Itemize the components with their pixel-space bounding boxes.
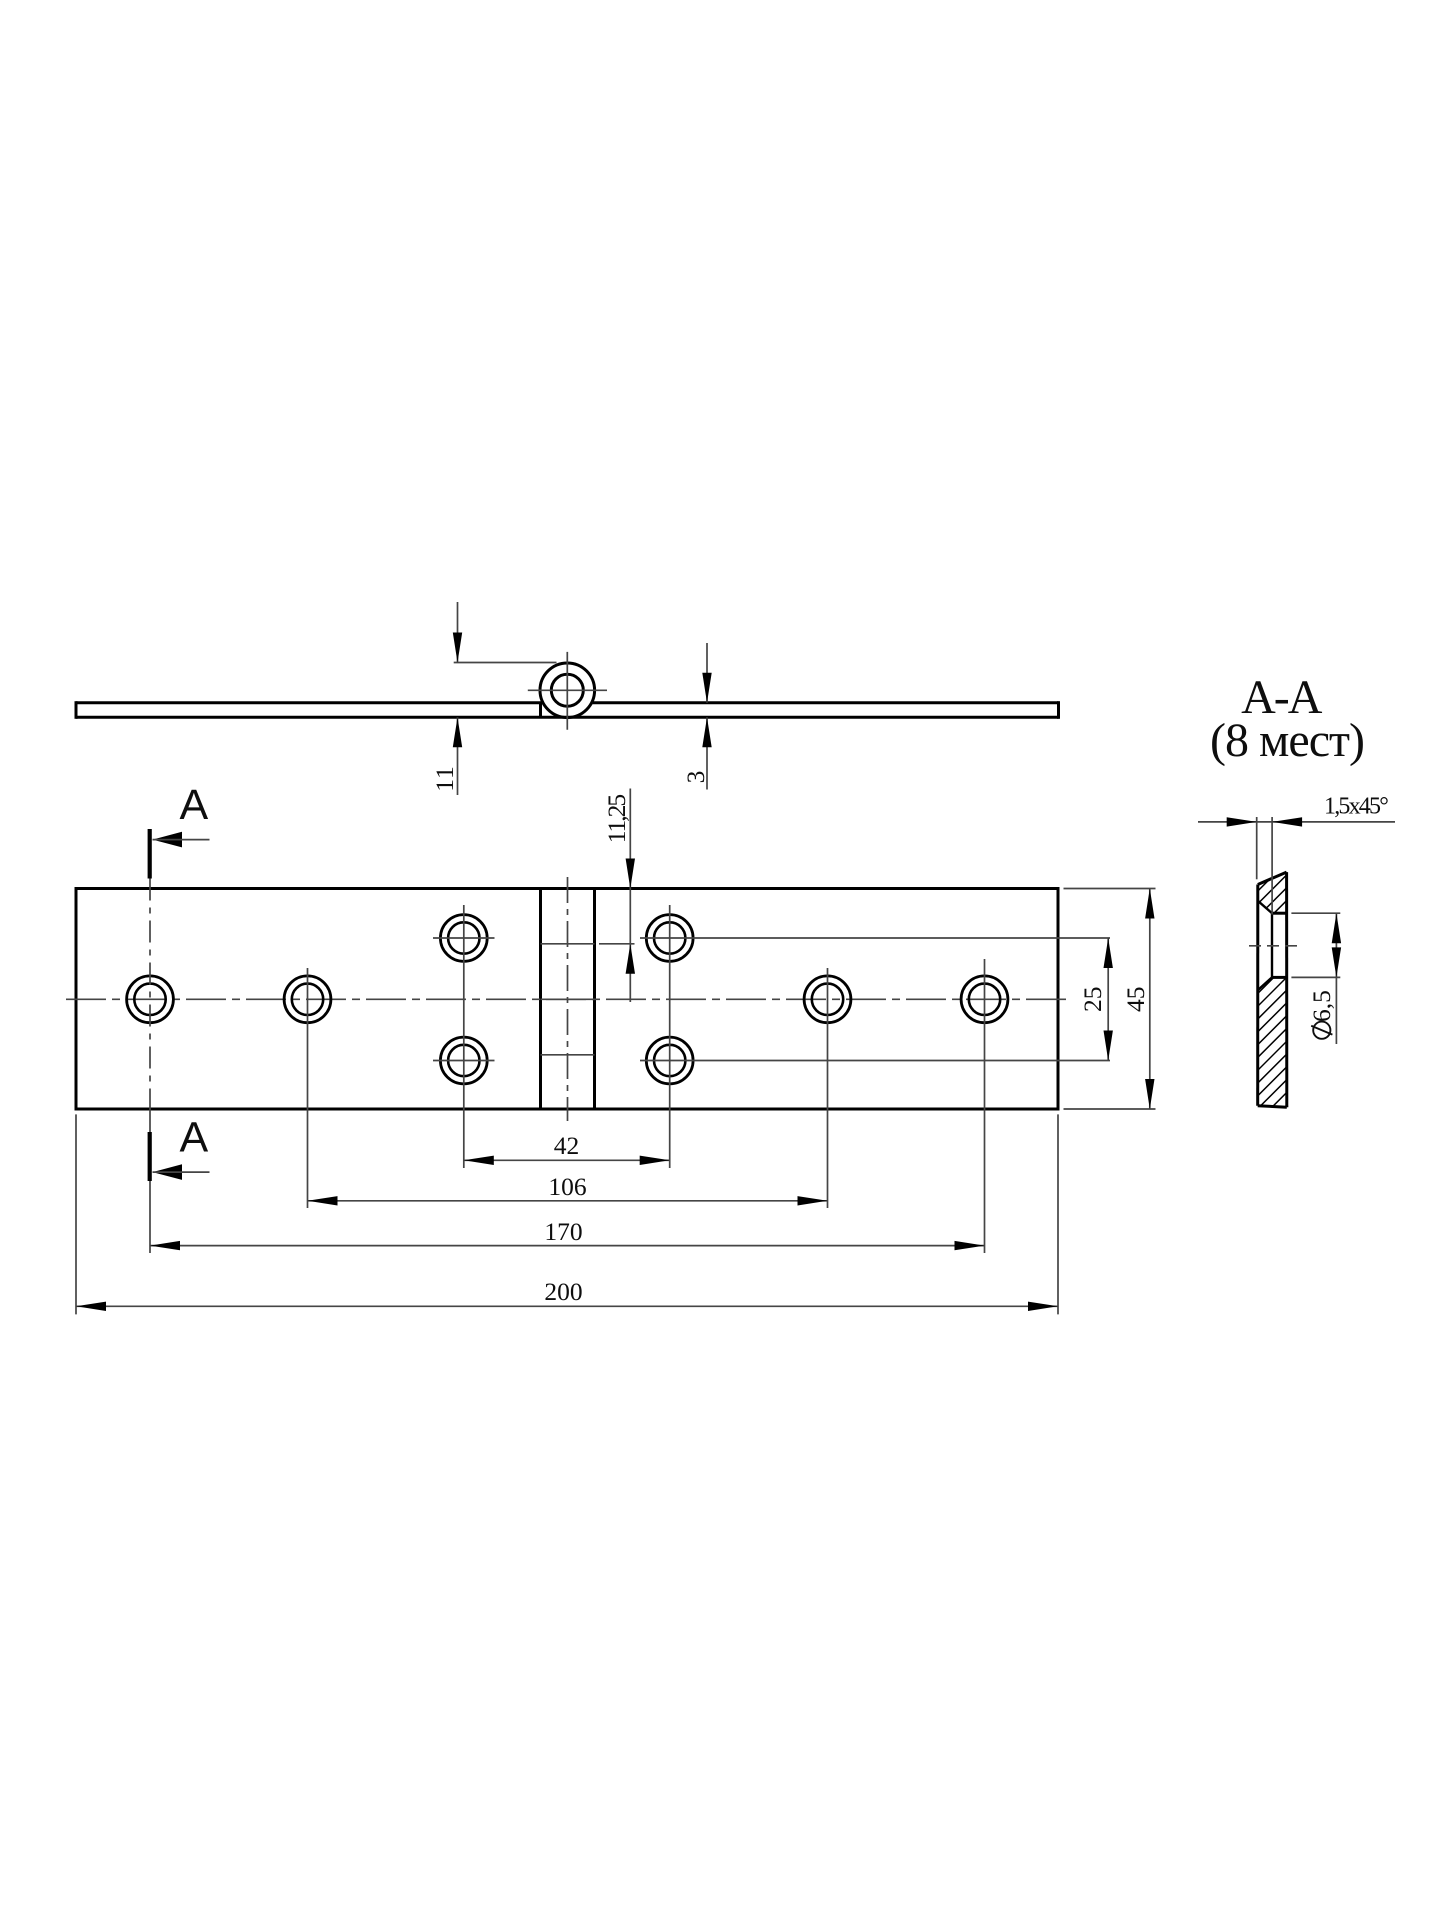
- svg-text:1,5x45°: 1,5x45°: [1324, 793, 1388, 819]
- svg-text:A: A: [179, 781, 208, 829]
- svg-text:200: 200: [544, 1277, 582, 1306]
- svg-text:45: 45: [1121, 987, 1150, 1013]
- svg-text:25: 25: [1078, 987, 1107, 1013]
- svg-text:A-A: A-A: [1241, 671, 1323, 724]
- svg-text:11: 11: [430, 766, 459, 792]
- svg-text:170: 170: [544, 1217, 582, 1246]
- svg-text:106: 106: [548, 1172, 586, 1201]
- svg-text:(8 мест): (8 мест): [1210, 714, 1364, 767]
- svg-text:A: A: [179, 1114, 208, 1162]
- svg-text:11,25: 11,25: [602, 795, 631, 844]
- svg-text:6,5: 6,5: [1307, 990, 1336, 1022]
- svg-text:3: 3: [681, 771, 710, 784]
- svg-text:42: 42: [554, 1131, 580, 1160]
